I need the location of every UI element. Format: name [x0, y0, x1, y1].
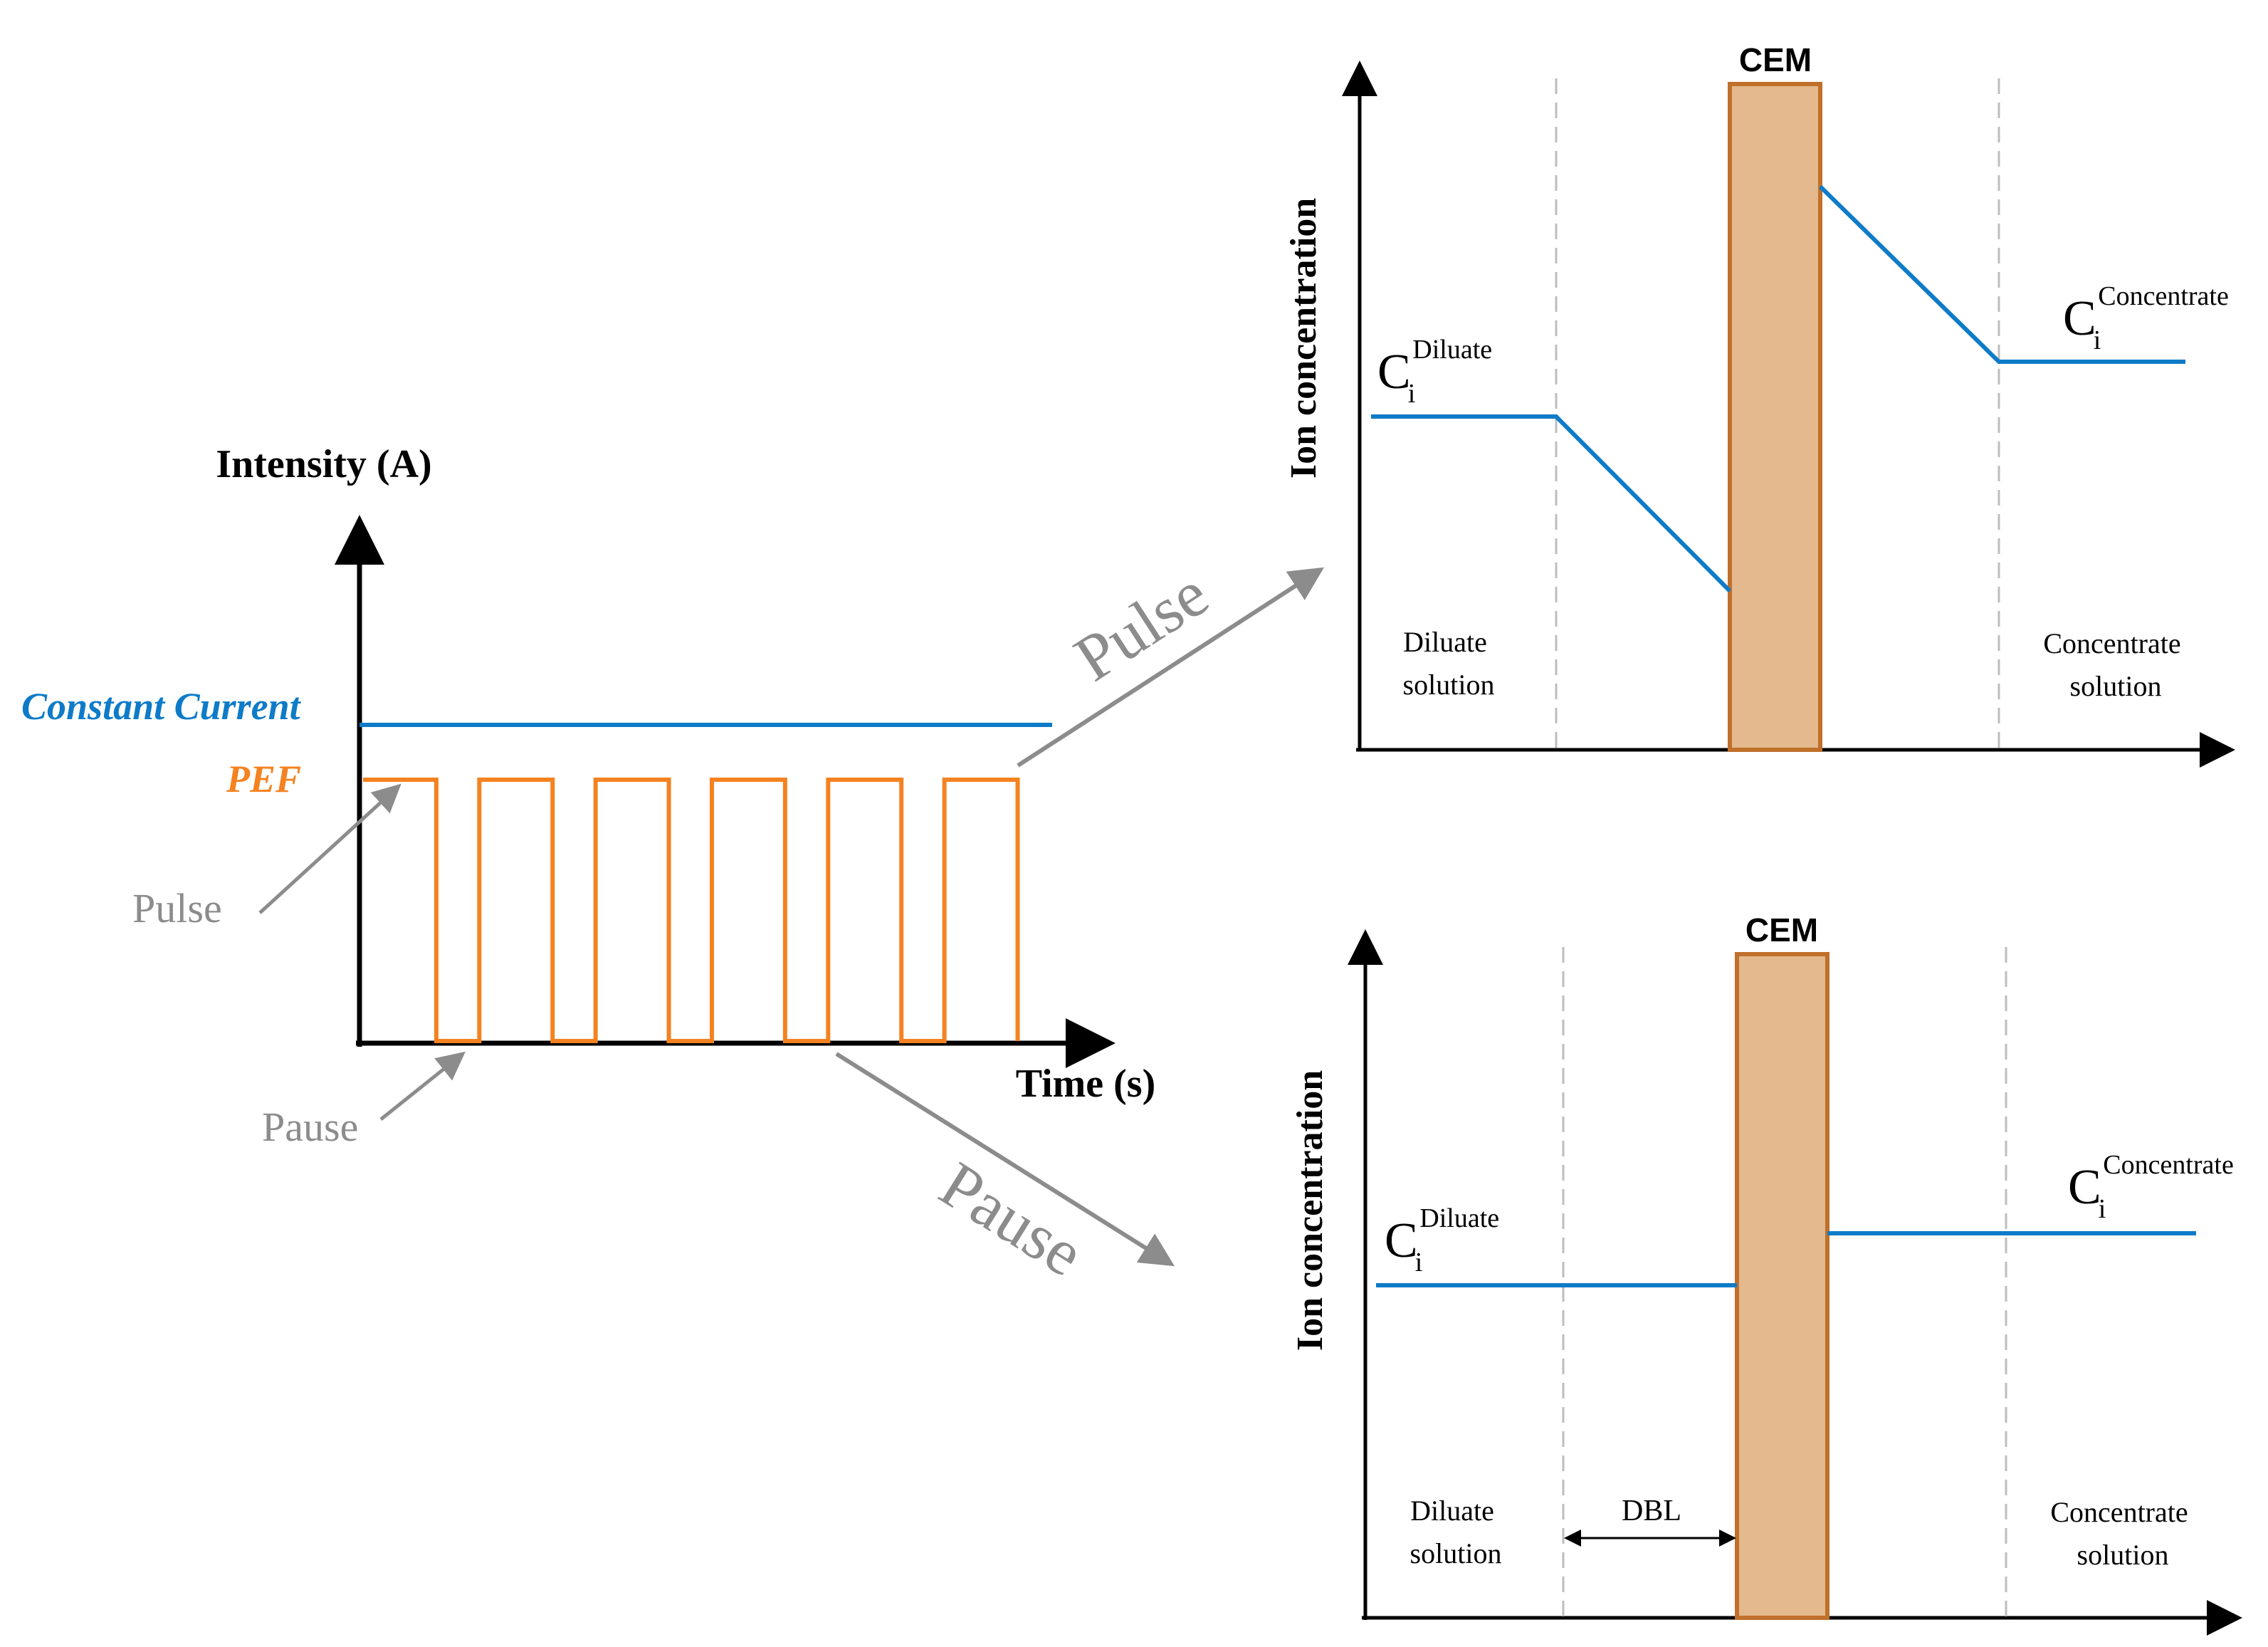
pef-waveform [363, 778, 1020, 1043]
pause-connector-arrow [835, 1052, 1175, 1267]
bottom-membrane-label: CEM [1745, 911, 1818, 948]
top-y-axis-label: Ion concentration [1283, 198, 1324, 479]
bottom-membrane [1735, 952, 1829, 1620]
dbl-label: DBL [1622, 1495, 1681, 1527]
bottom-concentration-panel: Ion concentration CEM CiDiluate CiConcen… [1290, 911, 2242, 1636]
pause-annotation-arrow [379, 1051, 466, 1121]
time-axis-label: Time (s) [1016, 1062, 1156, 1106]
bottom-diluate-concentration-label: CiDiluate [1385, 1203, 1499, 1277]
pulse-annotation-arrow [258, 783, 401, 914]
pause-connector-label: Pause [928, 1148, 1096, 1290]
top-concentrate-concentration-label: CiConcentrate [2063, 281, 2229, 355]
constant-current-label: Constant Current [21, 685, 302, 728]
top-concentration-panel: Ion concentration CEM CiDiluate CiConcen… [1283, 41, 2235, 768]
top-concentrate-region-label: Concentrate solution [2043, 627, 2188, 702]
pulse-annotation: Pulse [132, 885, 222, 931]
bottom-concentrate-region-label: Concentrate solution [2050, 1496, 2195, 1571]
pulse-connector-label: Pulse [1062, 557, 1221, 695]
top-membrane-label: CEM [1739, 41, 1812, 78]
pef-label: PEF [226, 758, 301, 800]
pulse-connector-arrow [1017, 567, 1325, 768]
bottom-concentrate-concentration-label: CiConcentrate [2068, 1150, 2234, 1224]
connector-arrows: Pulse Pause [835, 557, 1325, 1290]
intensity-axis-label: Intensity (A) [216, 442, 431, 486]
top-concentration-profile [1371, 414, 1732, 593]
top-membrane [1728, 82, 1822, 752]
pause-annotation: Pause [262, 1104, 358, 1150]
top-diluate-region-label: Diluate solution [1403, 626, 1495, 701]
top-concentration-profile-right [1818, 184, 2185, 364]
bottom-y-axis-label: Ion concentration [1290, 1070, 1330, 1351]
left-chart: Intensity (A) Time (s) Constant Current … [21, 442, 1155, 1150]
bottom-diluate-region-label: Diluate solution [1410, 1495, 1502, 1569]
top-diluate-concentration-label: CiDiluate [1377, 335, 1492, 409]
